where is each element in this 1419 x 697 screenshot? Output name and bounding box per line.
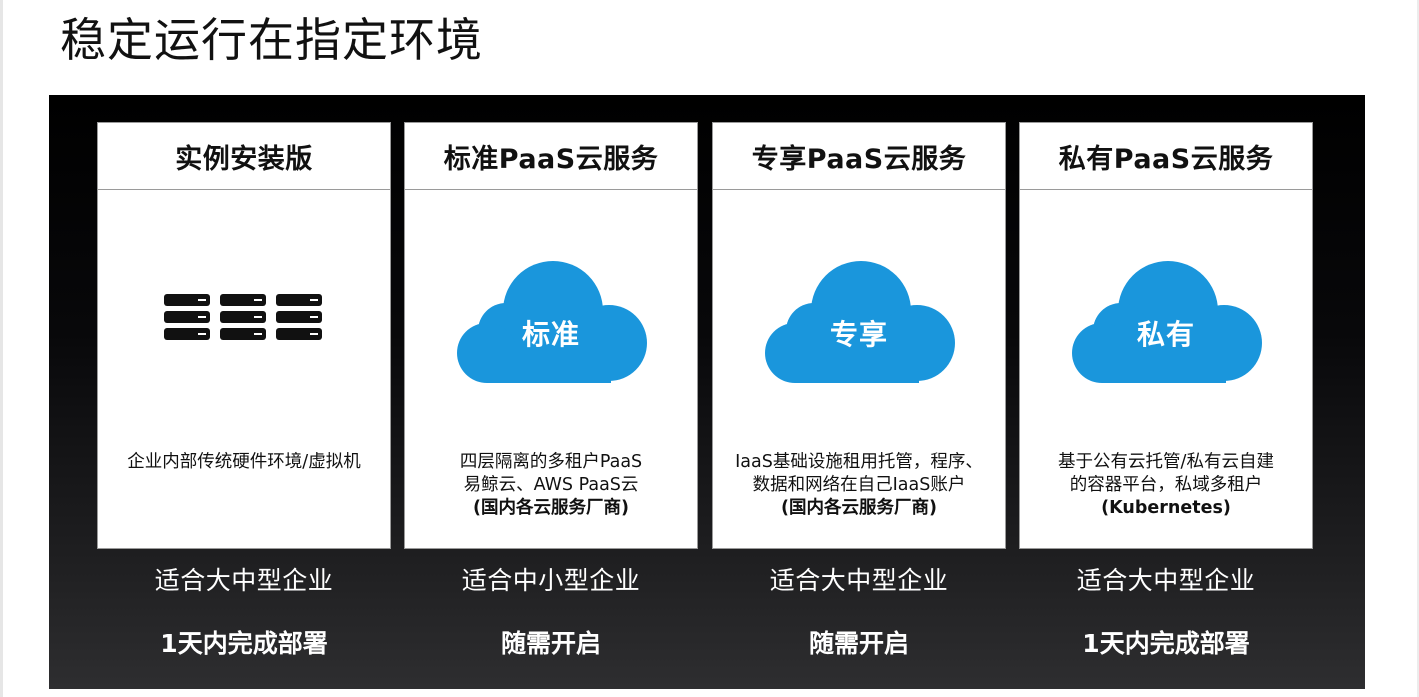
right-edge-divider (1417, 0, 1419, 697)
card-standard-paas: 标准PaaS云服务 标准 四层隔离的多租户PaaS 易鲸云、AWS PaaS云 (404, 122, 698, 549)
card-description-line: 数据和网络在自己IaaS账户 (752, 475, 966, 495)
card-visual: 私有 (1020, 243, 1312, 393)
card-header: 标准PaaS云服务 (405, 123, 697, 190)
cloud-icon: 专享 (759, 253, 959, 383)
card-private-paas: 私有PaaS云服务 私有 基于公有云托管/私有云自建 的容器平台，私域多租户 ( (1019, 122, 1313, 549)
card-description: 基于公有云托管/私有云自建 的容器平台，私域多租户 (Kubernetes) (1020, 451, 1312, 520)
page-title: 稳定运行在指定环境 (60, 13, 483, 67)
card-description-line: 的容器平台，私域多租户 (1069, 475, 1263, 495)
card-visual (98, 243, 390, 393)
card-dedicated-paas: 专享PaaS云服务 专享 IaaS基础设施租用托管，程序、 数据和网络在自己Ia… (712, 122, 1006, 549)
card-header: 专享PaaS云服务 (713, 123, 1005, 190)
card-visual: 专享 (713, 243, 1005, 393)
suitability-label: 适合中小型企业 (461, 566, 641, 595)
deployment-time-label: 1天内完成部署 (160, 629, 328, 658)
card-description-line: IaaS基础设施租用托管，程序、 (735, 452, 983, 472)
suitability-label: 适合大中型企业 (1076, 566, 1256, 595)
card-header: 私有PaaS云服务 (1020, 123, 1312, 190)
cloud-icon: 私有 (1066, 253, 1266, 383)
card-description-line: 四层隔离的多租户PaaS (459, 452, 643, 472)
deployment-time-label: 1天内完成部署 (1082, 629, 1250, 658)
card-header: 实例安装版 (98, 123, 390, 190)
card-description-line: 易鲸云、AWS PaaS云 (463, 475, 639, 495)
card-visual: 标准 (405, 243, 697, 393)
card-description: IaaS基础设施租用托管，程序、 数据和网络在自己IaaS账户 (国内各云服务厂… (713, 451, 1005, 520)
deployment-time-label: 随需开启 (808, 629, 909, 658)
deployment-options-panel: 实例安装版 (49, 95, 1365, 689)
deployment-time-label: 随需开启 (500, 629, 601, 658)
card-description: 企业内部传统硬件环境/虚拟机 (98, 451, 390, 474)
cloud-icon: 标准 (451, 253, 651, 383)
cloud-label: 私有 (1136, 318, 1195, 351)
card-description-note: (国内各云服务厂商) (781, 498, 937, 518)
cloud-label: 标准 (521, 318, 580, 351)
card-description-note: (Kubernetes) (1101, 498, 1231, 518)
card-description-line: 企业内部传统硬件环境/虚拟机 (127, 452, 361, 472)
cloud-label: 专享 (829, 318, 888, 351)
suitability-label: 适合大中型企业 (769, 566, 949, 595)
card-description: 四层隔离的多租户PaaS 易鲸云、AWS PaaS云 (国内各云服务厂商) (405, 451, 697, 520)
card-description-note: (国内各云服务厂商) (473, 498, 629, 518)
left-edge-divider (0, 0, 3, 697)
card-description-line: 基于公有云托管/私有云自建 (1058, 452, 1274, 472)
suitability-label: 适合大中型企业 (154, 566, 334, 595)
card-instance-install: 实例安装版 (97, 122, 391, 549)
server-stack-icon (164, 294, 322, 340)
